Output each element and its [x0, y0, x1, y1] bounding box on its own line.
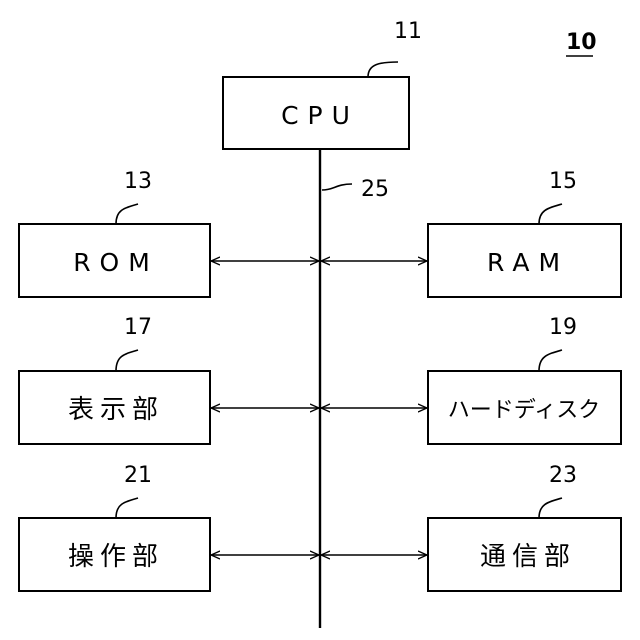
operation-label: 操作部 — [68, 542, 164, 572]
comm-label: 通信部 — [480, 542, 576, 572]
comm-ref-number: 23 — [549, 463, 577, 488]
comm-block: 通信部 23 — [428, 463, 621, 591]
rom-ref-number: 13 — [124, 169, 152, 194]
ram-block: RAM 15 — [428, 169, 621, 297]
rom-label: ROM — [73, 248, 159, 277]
hdd-leader-line — [539, 350, 562, 371]
cpu-ref-number: 11 — [394, 19, 422, 44]
hdd-label: ハードディスク — [448, 398, 600, 423]
cpu-leader-line — [368, 62, 398, 77]
system-ref-number: 10 — [566, 30, 597, 55]
display-ref-number: 17 — [124, 315, 152, 340]
display-label: 表示部 — [68, 395, 164, 425]
bus-ref-number: 25 — [361, 177, 389, 202]
bus-leader-line — [322, 184, 352, 190]
operation-ref-number: 21 — [124, 463, 152, 488]
operation-block: 操作部 21 — [19, 463, 210, 591]
operation-leader-line — [116, 498, 138, 518]
comm-leader-line — [539, 498, 562, 518]
hdd-ref-number: 19 — [549, 315, 577, 340]
rom-block: ROM 13 — [19, 169, 210, 297]
ram-label: RAM — [487, 248, 569, 277]
display-leader-line — [116, 350, 138, 371]
display-block: 表示部 17 — [19, 315, 210, 444]
cpu-label: CPU — [281, 101, 359, 130]
ram-leader-line — [539, 204, 562, 224]
cpu-block: CPU 11 — [223, 19, 422, 149]
ram-ref-number: 15 — [549, 169, 577, 194]
rom-leader-line — [116, 204, 138, 224]
hdd-block: ハードディスク 19 — [428, 315, 621, 444]
